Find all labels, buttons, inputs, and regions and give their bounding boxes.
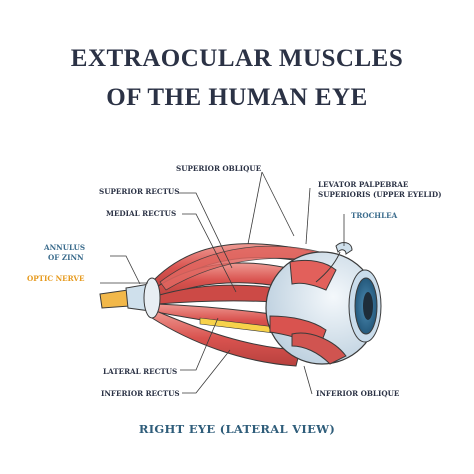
label-medial-rectus: MEDIAL RECTUS bbox=[106, 209, 177, 218]
pupil-shape bbox=[363, 292, 373, 320]
superior-rectus-insertion bbox=[289, 259, 337, 291]
trochlea-tendon bbox=[315, 251, 341, 283]
label-superior-rectus: SUPERIOR RECTUS bbox=[99, 187, 180, 196]
page-title-line1: EXTRAOCULAR MUSCLES bbox=[70, 45, 404, 72]
optic-nerve-shape bbox=[99, 289, 131, 309]
annulus-of-zinn-shape bbox=[143, 277, 161, 319]
label-superior-oblique: SUPERIOR OBLIQUE bbox=[176, 164, 262, 173]
inferior-rectus-shape bbox=[151, 309, 301, 367]
label-annulus-line1: ANNULUS bbox=[44, 243, 86, 252]
diagram-caption: RIGHT EYE (LATERAL VIEW) bbox=[138, 422, 336, 436]
leader-lines bbox=[100, 171, 345, 395]
label-inferior-oblique: INFERIOR OBLIQUE bbox=[316, 389, 400, 398]
label-levator-line2: SUPERIORIS (UPPER EYELID) bbox=[318, 190, 442, 199]
trochlea-shape bbox=[335, 242, 353, 255]
label-optic-nerve: OPTIC NERVE bbox=[27, 274, 85, 283]
label-trochlea: TROCHLEA bbox=[351, 211, 398, 220]
label-annulus-line2: OF ZINN bbox=[48, 253, 84, 262]
label-lateral-rectus: LATERAL RECTUS bbox=[103, 367, 178, 376]
label-levator-line1: LEVATOR PALPEBRAE bbox=[318, 180, 409, 189]
inferior-oblique-shape bbox=[291, 332, 347, 365]
page-title-line2: OF THE HUMAN EYE bbox=[106, 84, 368, 111]
label-inferior-rectus: INFERIOR RECTUS bbox=[101, 389, 180, 398]
